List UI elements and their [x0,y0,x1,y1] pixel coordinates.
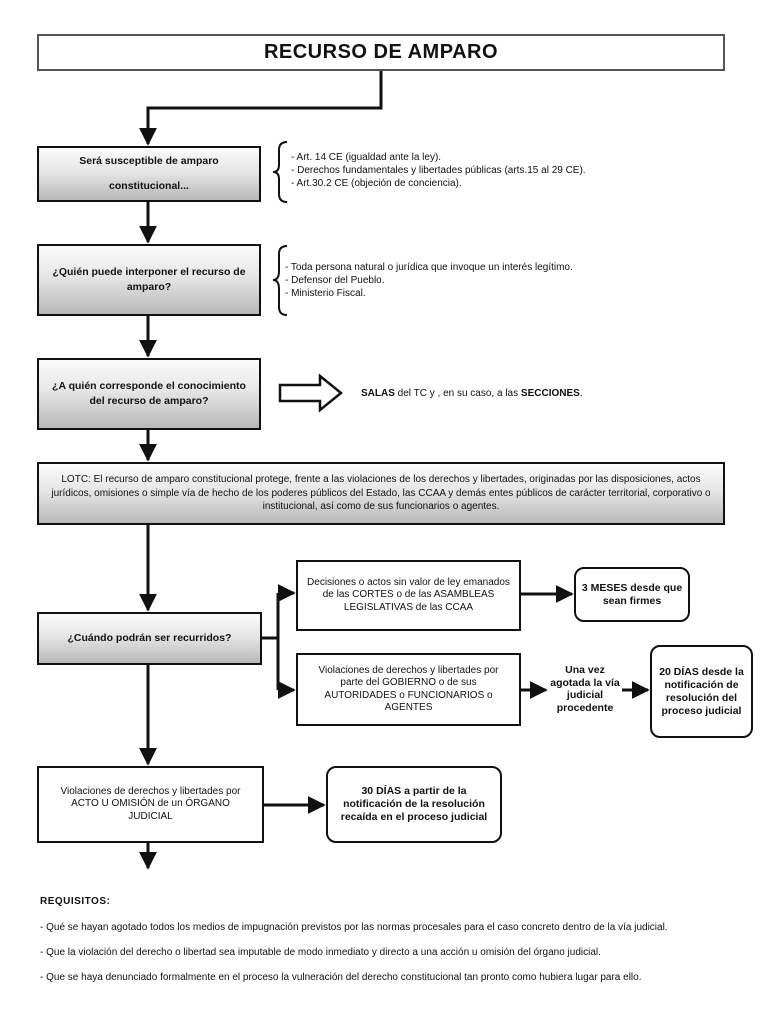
brace-node2 [272,245,288,316]
quien-interpone-item: - Toda persona natural o jurídica que in… [285,262,573,273]
node-susceptible-line2: constitucional... [109,180,189,192]
brace-node1 [272,141,288,203]
corresponde-answer: SALAS del TC y , en su caso, a las SECCI… [361,388,583,399]
condition-via-judicial: Una vez agotada la vía judicial proceden… [550,664,620,714]
page-title: RECURSO DE AMPARO [37,34,725,71]
result-30-dias: 30 DÍAS a partir de la notificación de l… [326,766,502,843]
connector-title-node1 [139,71,383,146]
requisitos-heading: REQUISITOS: [40,896,111,907]
result-20-dias: 20 DÍAS desde la notificación de resoluc… [650,645,753,738]
susceptible-item: - Art.30.2 CE (objeción de conciencia). [291,178,462,189]
branch-cortes: Decisiones o actos sin valor de ley eman… [296,560,521,631]
quien-interpone-item: - Defensor del Pueblo. [285,275,385,286]
node-organo-judicial: Violaciones de derechos y libertades por… [37,766,264,843]
requisito-item: - Qué se hayan agotado todos los medios … [40,922,668,933]
node-quien-interpone: ¿Quién puede interponer el recurso de am… [37,244,261,316]
node-susceptible: Será susceptible de amparo constituciona… [37,146,261,202]
hollow-arrow [278,373,343,413]
branch-gobierno: Violaciones de derechos y libertades por… [296,653,521,726]
susceptible-list: - Art. 14 CE (igualdad ante la ley). - D… [291,151,586,190]
node-a-quien-corresponde: ¿A quién corresponde el conocimiento del… [37,358,261,430]
connector-node5-branch [262,593,280,690]
node-cuando-recurridos: ¿Cuándo podrán ser recurridos? [37,612,262,665]
quien-interpone-item: - Ministerio Fiscal. [285,288,366,299]
susceptible-item: - Art. 14 CE (igualdad ante la ley). [291,152,442,163]
result-3-meses: 3 MESES desde que sean firmes [574,567,690,622]
requisito-item: - Que se haya denunciado formalmente en … [40,972,642,983]
node-lotc: LOTC: El recurso de amparo constituciona… [37,462,725,525]
requisito-item: - Que la violación del derecho o liberta… [40,947,601,958]
quien-interpone-list: - Toda persona natural o jurídica que in… [285,261,573,300]
susceptible-item: - Derechos fundamentales y libertades pú… [291,165,586,176]
node-susceptible-line1: Será susceptible de amparo [79,155,219,167]
